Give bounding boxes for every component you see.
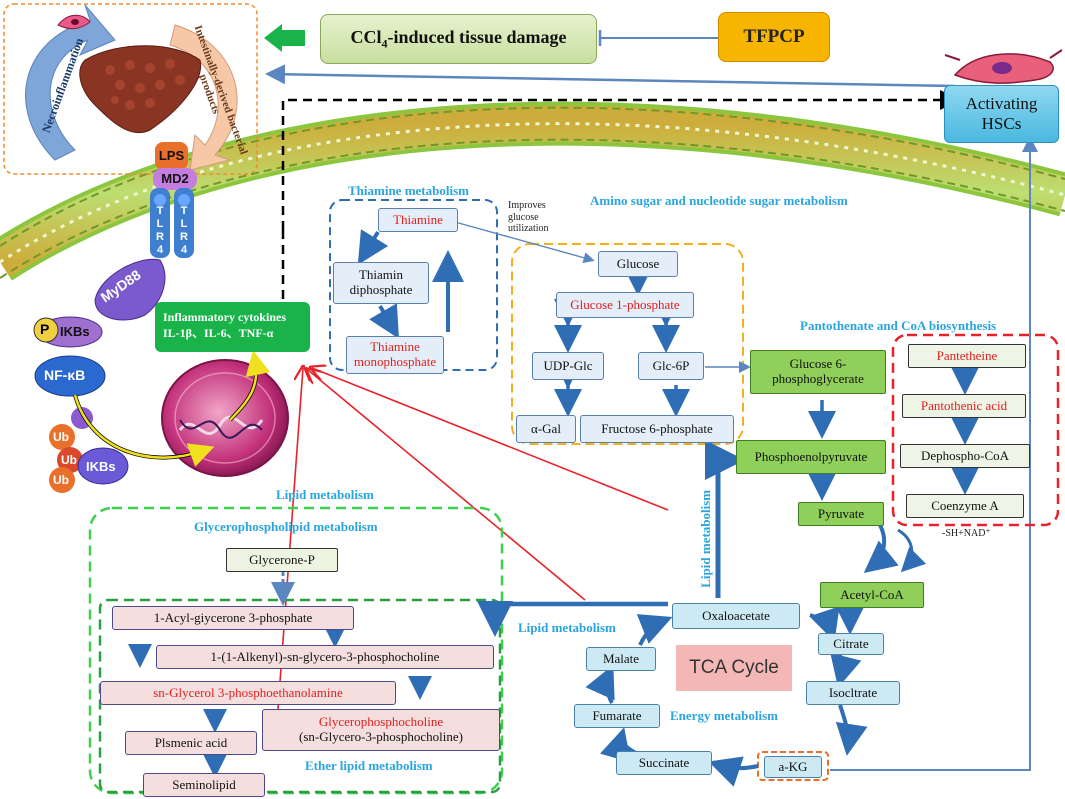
tfpcp-box: TFPCP [718,12,830,62]
nucleus-to-cytokines-arrow [229,350,271,421]
udp-glc-node: UDP-Glc [532,352,604,380]
ether-lipid-title: Ether lipid metabolism [305,758,433,773]
succinate-node: Succinate [616,751,712,775]
phosphoenolpyruvate-node: Phosphoenolpyruvate [736,440,886,474]
glc-6p-node: Glc-6P [638,352,704,380]
glucose-1-phosphate-node: Glucose 1-phosphate [556,292,694,318]
glycerophospholipid-frame [88,506,504,795]
lipid-metabolism-left-label: Lipid metabolism [518,620,616,635]
alpha-gal-node: α-Gal [516,415,576,443]
seminolipid-node: Seminolipid [143,773,265,797]
fumarate-node: Fumarate [574,704,660,728]
akg-node: a-KG [764,756,822,778]
md2-label: MD2 [161,170,189,186]
ikbs-ub-label: IKBs [86,459,116,474]
ub-label-2: Ub [61,453,77,467]
liver-panel-frame [3,3,258,175]
cytokine-to-hsc-arrow [281,90,960,230]
activating-hscs-box: Activating HSCs [944,85,1059,143]
thiamine-node: Thiamine [378,208,458,232]
ub-ball [49,424,75,450]
tca-cycle-label: TCA Cycle [676,645,792,691]
thiamin-diphosphate-node: Thiamin diphosphate [333,262,429,304]
necroinflammation-arrow [25,4,116,161]
isocitrate-node: Isocltrate [806,681,900,705]
glycerophosphocholine-node: Glycerophosphocholine (sn-Glycero-3-phos… [262,709,500,751]
plsmenic-acid-node: Plsmenic acid [125,731,257,755]
nfkb-to-nucleus-arrow [73,394,215,467]
energy-metabolism-label: Energy metabolism [670,708,778,723]
lipid-metabolism-label: Lipid metabolism [276,487,374,502]
gpc-synonym: (sn-Glycero-3-phosphocholine) [299,729,463,744]
acetyl-coa-node: Acetyl-CoA [820,582,924,608]
pantothenic-acid-node: Pantothenic acid [902,394,1026,418]
tfpcp-label: TFPCP [743,26,805,48]
lps-label: LPS [158,147,185,163]
p-label: P [40,321,50,337]
dephospho-coa-node: Dephospho-CoA [900,444,1030,468]
ccl4-label: CCl4-induced tissue damage [350,26,567,51]
ub-label-1: Ub [53,430,69,444]
pantetheine-node: Pantetheine [908,344,1026,368]
alkenyl-glycero-node: 1-(1-Alkenyl)-sn-glycero-3-phosphocholin… [156,645,494,669]
acyl-glycerone-node: 1-Acyl-giycerone 3-phosphate [112,606,354,630]
injured-cell-icon [57,14,91,30]
fructose-6-phosphate-node: Fructose 6-phosphate [580,415,734,443]
ccl4-damage-box: CCl4-induced tissue damage [320,14,597,64]
thiamine-title: Thiamine metabolism [348,183,469,198]
ikbs-ub-shape [77,447,129,485]
myd88-shape [94,258,166,321]
cytokines-box: Inflammatory cytokines IL-1β、IL-6、TNF-α [155,302,310,352]
glycerophospholipid-title: Glycerophospholipid metabolism [194,519,378,534]
akg-to-hsc-line [830,136,1038,771]
hsc-to-liver-arrow [265,64,956,88]
activating-hscs-label: Activating HSCs [965,94,1038,133]
glucose-6-phosphoglycerate-node: Glucose 6-phosphoglycerate [750,350,886,394]
sh-nad-note: -SH+NAD⁺ [942,528,991,539]
glucose-node: Glucose [598,251,678,277]
nfkb-label: NF-κB [44,367,86,383]
gpc-name: Glycerophosphocholine [318,714,444,730]
cytokines-list: IL-1β、IL-6、TNF-α [163,325,274,340]
cytokines-title: Inflammatory cytokines [163,310,286,324]
pikbs-label: IKBs [60,324,90,339]
glucose-utilization-note: Improves glucose utilization [508,200,549,234]
glycerone-p-node: Glycerone-P [226,548,338,572]
pantothenate-frame [891,333,1060,527]
oxaloacetate-node: Oxaloacetate [672,603,800,629]
ether-lipid-frame [98,598,502,794]
pantothenate-title: Pantothenate and CoA biosynthesis [800,318,997,333]
lipid-metabolism-vertical-label: Lipid metabolism [698,489,714,588]
pyruvate-node: Pyruvate [798,502,884,526]
amino-sugar-title: Amino sugar and nucleotide sugar metabol… [590,193,848,208]
hsc-cell-icon [944,49,1063,84]
malate-node: Malate [586,647,656,671]
sn-glycerol-node: sn-Glycerol 3-phosphoethanolamine [100,681,396,705]
cell-membrane [0,101,1065,281]
nfkb-shape [34,355,106,397]
tlr4-receptor [150,142,197,258]
coenzyme-a-node: Coenzyme A [906,494,1024,518]
dna-helix [178,415,264,435]
citrate-node: Citrate [818,633,884,655]
amino-sugar-frame [511,243,744,445]
green-left-arrow [264,24,305,52]
ub-label-3: Ub [53,473,69,487]
thiamine-monophosphate-node: Thiamine monophosphate [346,336,444,374]
